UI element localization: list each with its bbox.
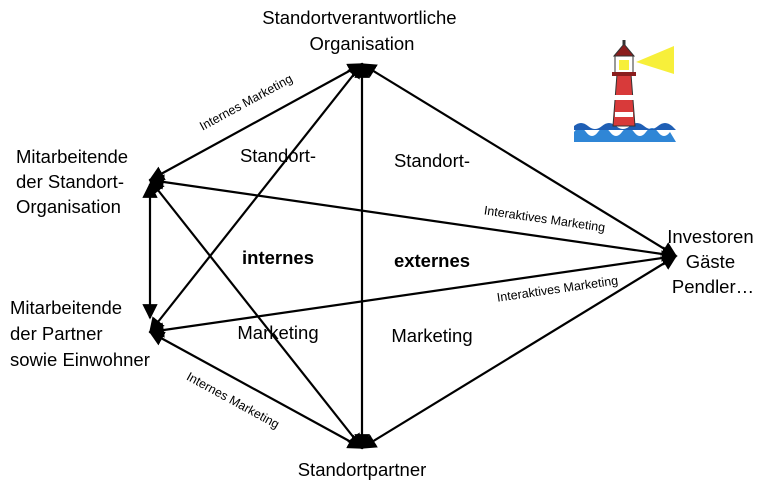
node-right-line-1: Investoren bbox=[667, 226, 753, 247]
arrow-left-lower-bottom bbox=[148, 331, 364, 449]
node-left-upper-line-1: Mitarbeitende bbox=[16, 146, 128, 167]
external-region-line-1: Standort- bbox=[394, 150, 470, 171]
node-standortverantwortliche: Standortverantwortliche Organisation bbox=[262, 7, 462, 54]
arrow-bottom-right bbox=[360, 255, 678, 449]
internal-region-line-2: internes bbox=[242, 247, 314, 268]
node-standortpartner: Standortpartner bbox=[298, 459, 427, 480]
node-left-lower-line-2: der Partner bbox=[10, 323, 103, 344]
edge-label-interaktives-lower: Interaktives Marketing bbox=[496, 273, 619, 304]
node-left-lower-line-3: sowie Einwohner bbox=[10, 349, 150, 370]
node-right-line-3: Pendler… bbox=[672, 276, 754, 297]
node-mitarbeitende-standort: Mitarbeitende der Standort- Organisation bbox=[16, 146, 133, 217]
node-mitarbeitende-partner: Mitarbeitende der Partner sowie Einwohne… bbox=[10, 297, 150, 370]
lighthouse-icon bbox=[574, 40, 676, 142]
node-left-upper-line-2: der Standort- bbox=[16, 171, 124, 192]
node-left-upper-line-3: Organisation bbox=[16, 196, 121, 217]
node-left-lower-line-1: Mitarbeitende bbox=[10, 297, 122, 318]
external-region-line-2: externes bbox=[394, 250, 470, 271]
arrow-left-upper-right bbox=[148, 174, 678, 262]
internal-region-line-1: Standort- bbox=[240, 145, 316, 166]
node-top-line-2: Organisation bbox=[310, 33, 415, 54]
node-investoren: Investoren Gäste Pendler… bbox=[667, 226, 759, 297]
edge-label-internes-top: Internes Marketing bbox=[197, 72, 295, 134]
internal-region-line-3: Marketing bbox=[237, 322, 318, 343]
edge-label-internes-bottom: Internes Marketing bbox=[184, 369, 282, 431]
arrows bbox=[142, 62, 678, 450]
external-region-line-3: Marketing bbox=[391, 325, 472, 346]
node-top-line-1: Standortverantwortliche bbox=[262, 7, 456, 28]
node-right-line-2: Gäste bbox=[686, 251, 735, 272]
